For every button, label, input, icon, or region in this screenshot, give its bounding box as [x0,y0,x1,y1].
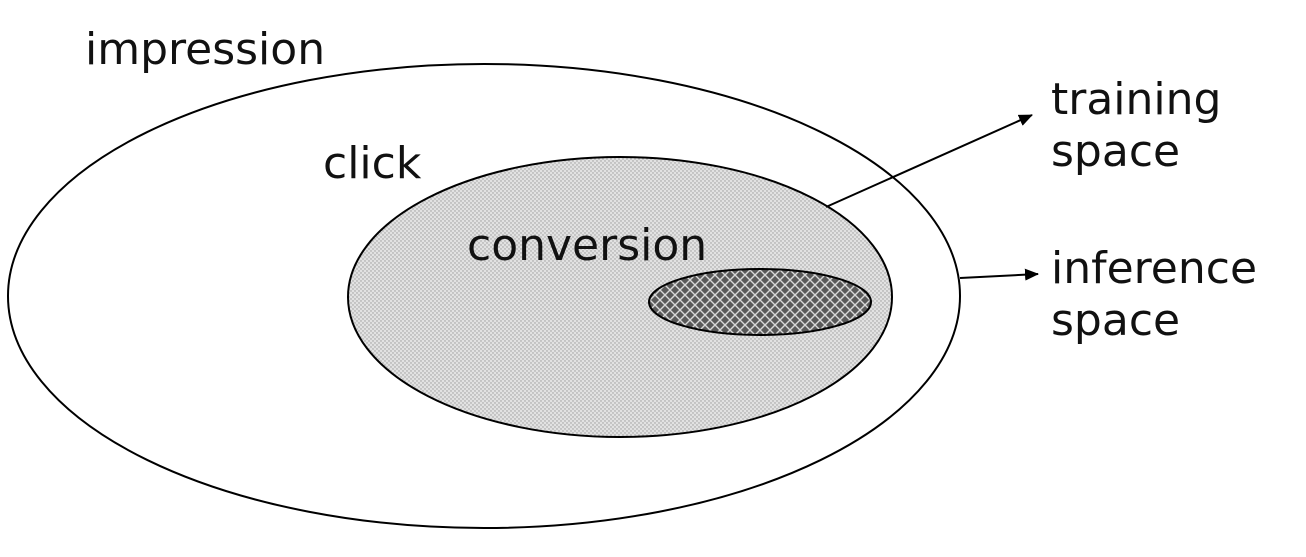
conversion-ellipse [648,268,872,336]
training-space-label: space [1051,126,1180,177]
inference-label: inference [1051,243,1257,294]
click-label: click [323,138,422,189]
impression-label: impression [85,24,325,75]
inference-space-arrow [959,268,1039,281]
click-ellipse [347,156,893,438]
training-space-arrow [825,114,1033,208]
inference-space-label: space [1051,295,1180,346]
training-label: training [1051,74,1221,125]
conversion-label: conversion [467,220,707,271]
